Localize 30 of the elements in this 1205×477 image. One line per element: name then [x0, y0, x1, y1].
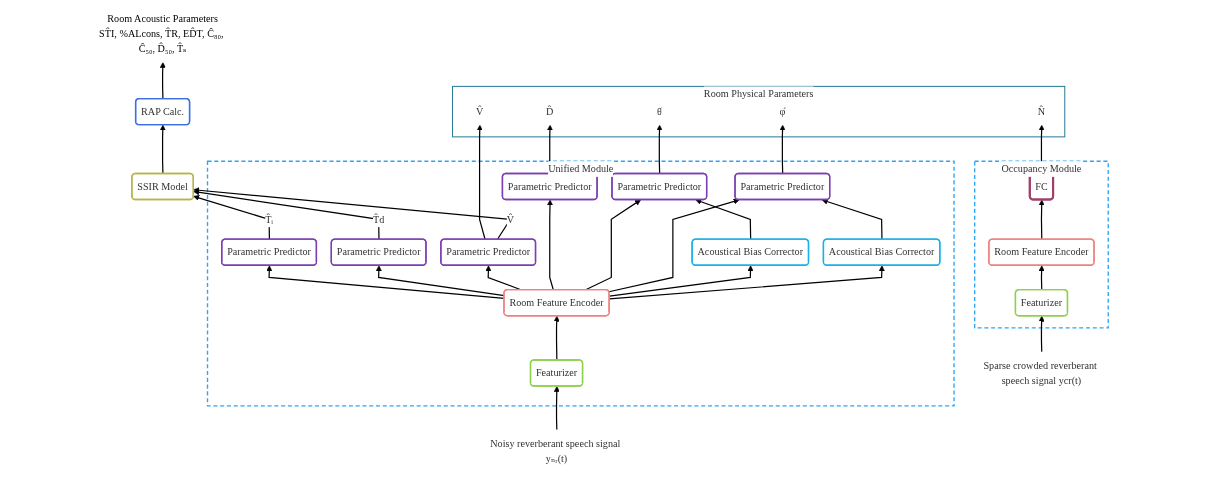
node-text: Sparse crowded reverberant speech signal ycr(t): [983, 359, 1098, 386]
arrow: [477, 124, 487, 241]
node-text: φ̂: [779, 106, 786, 117]
arrow: [608, 198, 740, 293]
node-text: D̂: [546, 106, 554, 117]
arrow: [193, 195, 271, 241]
arrow: [160, 124, 167, 175]
node-text: Room Acoustic Parameters ST̂I, %ALcons, T̂R, ED̂T, Ĉ₈₀, Ĉ₅₀, D̂₅₀, T̂ₛ: [99, 12, 224, 55]
node-text: θ̂: [657, 106, 663, 117]
arrow: [609, 265, 886, 300]
edge-label: V̂: [507, 213, 515, 225]
edge-label: T̂d: [373, 213, 385, 225]
arrow: [554, 315, 561, 361]
edge-label: T̂ᵢ: [265, 213, 274, 225]
arrow: [657, 124, 663, 175]
arrow: [609, 265, 754, 297]
arrow: [1039, 199, 1046, 241]
arrow: [695, 198, 752, 241]
arrow: [160, 62, 167, 100]
arrow: [193, 189, 381, 241]
node-text: N̂: [1038, 106, 1046, 117]
arrow: [780, 124, 786, 175]
arrow: [554, 386, 561, 432]
node-text: V̂: [476, 106, 484, 117]
arrow: [1039, 315, 1046, 354]
arrow: [1039, 265, 1046, 291]
arrow: [822, 198, 884, 241]
arrow: [585, 199, 642, 291]
node-text: Noisy reverberant speech signal yₙᵣ(t): [490, 437, 621, 464]
arrow: [547, 199, 555, 291]
